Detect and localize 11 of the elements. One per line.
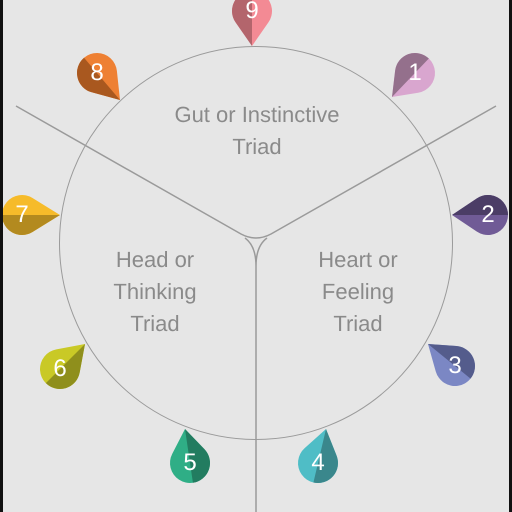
pin-number: 6 bbox=[53, 357, 67, 381]
pin-number: 8 bbox=[90, 61, 104, 85]
pin-number: 7 bbox=[15, 203, 29, 227]
pin-number: 4 bbox=[311, 451, 325, 475]
pin-number: 2 bbox=[481, 203, 495, 227]
triad-label: Head or Thinking Triad bbox=[112, 246, 198, 338]
triad-label: Heart or Feeling Triad bbox=[317, 246, 399, 338]
triad-label: Gut or Instinctive Triad bbox=[173, 101, 341, 161]
pin-number: 9 bbox=[245, 0, 259, 23]
pin-number: 3 bbox=[448, 354, 462, 378]
pin-number: 5 bbox=[183, 451, 197, 475]
